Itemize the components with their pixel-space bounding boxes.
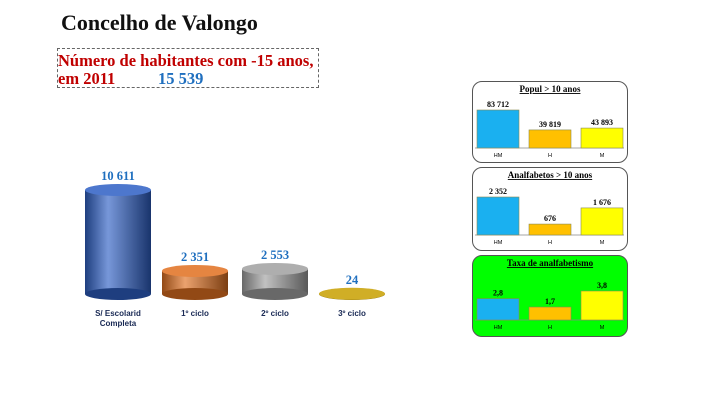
main-category-label-3: 2º ciclo	[261, 309, 289, 318]
panel-2-title: Analfabetos > 10 anos	[508, 170, 593, 180]
panel-1-category-3: M	[600, 153, 605, 159]
panel-3-bar-2	[528, 306, 572, 321]
subtitle-line1: Número de habitantes com -15 anos,	[58, 51, 314, 70]
panel-2-bar-3	[580, 207, 624, 236]
main-category-label-4: 3º ciclo	[338, 309, 366, 318]
main-bar-2	[162, 264, 228, 300]
panel-3-bar-1	[476, 298, 520, 321]
main-value-label-1: 10 611	[101, 169, 135, 183]
panel-2-value-1: 2 352	[489, 187, 507, 196]
panel-2-bar-2	[528, 223, 572, 236]
subtitle-box: Número de habitantes com -15 anos, em 20…	[57, 48, 319, 88]
panel-1-value-3: 43 893	[591, 118, 613, 127]
panel-2-category-1: HM	[494, 240, 503, 246]
panel-1-value-1: 83 712	[487, 100, 509, 109]
panel-1-bar-2	[528, 129, 572, 149]
main-category-label-2: 1º ciclo	[181, 309, 209, 318]
panel-3-category-1: HM	[494, 325, 503, 331]
panel-1-bar-1	[476, 109, 520, 149]
panel-1-bar-3	[580, 127, 624, 149]
panel-2-value-2: 676	[544, 214, 556, 223]
panel-2-value-3: 1 676	[593, 198, 611, 207]
panel-2-category-2: H	[548, 240, 552, 246]
panel-1-value-2: 39 819	[539, 120, 561, 129]
subtitle-line2: em 2011	[58, 69, 116, 88]
main-value-label-2: 2 351	[181, 250, 209, 264]
main-value-label-4: 24	[346, 273, 359, 287]
panel-1-category-2: H	[548, 153, 552, 159]
panel-2-bar-1	[476, 196, 520, 236]
panel-3-bar-3	[580, 290, 624, 321]
panel-3-category-3: M	[600, 325, 605, 331]
main-bar-1	[85, 184, 151, 300]
panel-3-category-2: H	[548, 325, 552, 331]
panel-1-category-1: HM	[494, 153, 503, 159]
page-title: Concelho de Valongo	[61, 10, 258, 35]
subtitle-total: 15 539	[158, 69, 204, 88]
panel-3-value-2: 1,7	[545, 297, 555, 306]
panel-3-value-1: 2,8	[493, 289, 503, 298]
main-value-label-3: 2 553	[261, 248, 289, 262]
panel-1-title: Popul > 10 anos	[520, 84, 581, 94]
main-bar-3	[242, 262, 308, 300]
main-bar-4	[319, 287, 385, 300]
panel-2-category-3: M	[600, 240, 605, 246]
panel-3-value-3: 3,8	[597, 281, 607, 290]
panel-3-title: Taxa de analfabetismo	[507, 258, 594, 268]
